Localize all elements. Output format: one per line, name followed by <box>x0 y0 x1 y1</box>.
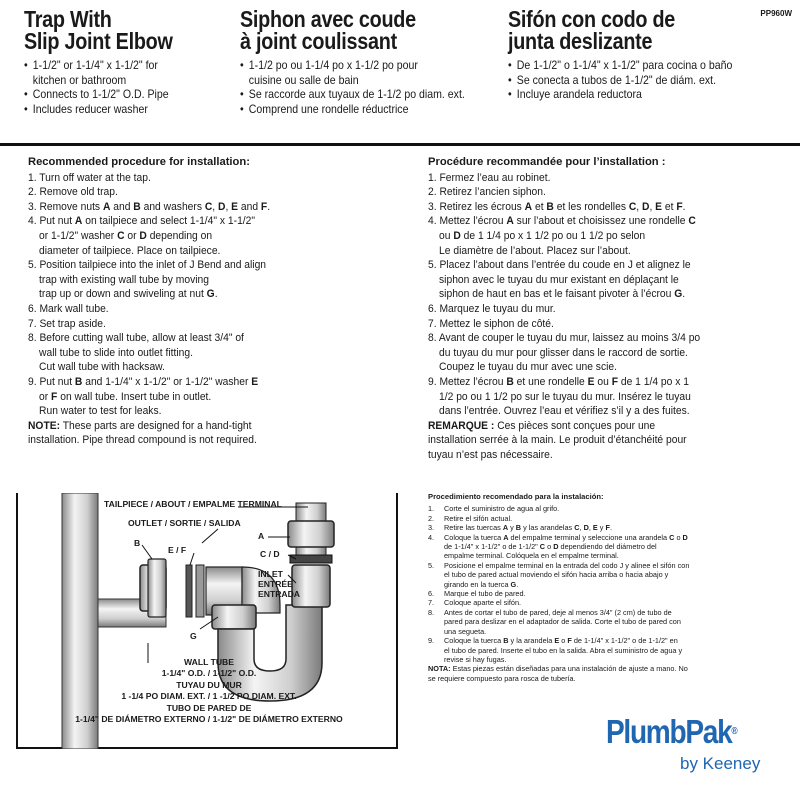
procedure-title: Recommended procedure for installation: <box>28 156 250 168</box>
title-english: Trap With Slip Joint Elbow <box>24 6 173 54</box>
procedure-step: 2. Retirez l’ancien siphon. <box>428 186 546 199</box>
wall-pipe <box>61 493 99 749</box>
nut-a <box>287 520 335 548</box>
procedure-note: NOTE: These parts are designed for a han… <box>28 419 257 447</box>
bullet-item: De 1-1/2" o 1-1/4" x 1-1/2" para cocina … <box>508 58 732 73</box>
bullet-list: 1-1/2 po ou 1-1/4 po x 1-1/2 po pourcuis… <box>240 58 495 116</box>
procedure-step: 6. Marquez le tuyau du mur. <box>428 302 556 315</box>
procedure-step: 7. Set trap aside. <box>28 317 106 330</box>
divider <box>0 143 800 146</box>
procedure-step: 9.Coloque la tuerca B y la arandela E o … <box>428 636 683 664</box>
procedure-step: 8. Avant de couper le tuyau du mur, lais… <box>428 332 701 374</box>
label-ef: E / F <box>168 545 187 555</box>
procedure-step: 2.Retire el sifón actual. <box>428 513 513 523</box>
label-wall-tube: WALL TUBE 1-1/4" O.D. / 1-1/2" O.D. TUYA… <box>75 657 343 725</box>
procedure-step: 6.Marque el tubo de pared. <box>428 589 526 599</box>
procedure-step: 4. Mettez l’écrou A sur l’about et chois… <box>428 215 696 257</box>
nut-g <box>211 604 257 630</box>
procedure-spanish: Procedimiento recomendado para la instal… <box>428 492 689 683</box>
label-tailpiece: TAILPIECE / ABOUT / EMPALME TERMINAL <box>104 499 282 509</box>
procedure-step: 9. Put nut B and 1-1/4" x 1-1/2" or 1-1/… <box>28 375 259 418</box>
trap-illustration <box>61 493 335 749</box>
header-french: Siphon avec coude à joint coulissant 1-1… <box>240 8 495 116</box>
bullet-item: Se conecta a tubos de 1-1/2" de diám. ex… <box>508 73 732 88</box>
procedure-step: 1. Turn off water at the tap. <box>28 171 151 184</box>
procedure-step: 7. Mettez le siphon de côté. <box>428 317 554 330</box>
procedure-step: 6. Mark wall tube. <box>28 302 109 315</box>
procedure-note: REMARQUE : Ces pièces sont conçues pour … <box>428 419 687 461</box>
washer-f <box>195 564 205 618</box>
label-b: B <box>134 538 141 548</box>
procedure-step: 8.Antes de cortar el tubo de pared, deje… <box>428 607 681 636</box>
procedure-step: 4. Put nut A on tailpiece and select 1-1… <box>28 215 256 257</box>
product-code: PP960W <box>760 9 792 18</box>
title-spanish: Sifón con codo de junta deslizante <box>508 6 676 54</box>
procedure-step: 3.Retire las tuercas A y B y las arandel… <box>428 523 612 533</box>
bullet-list: De 1-1/2" o 1-1/4" x 1-1/2" para cocina … <box>508 58 763 102</box>
bullet-item: Se raccorde aux tuyaux de 1-1/2 po diam.… <box>240 87 465 102</box>
logo-brand: PlumbPak® <box>606 713 738 750</box>
procedure-step: 1.Corte el suministro de agua al grifo. <box>428 504 560 514</box>
procedure-step: 5. Placez l’about dans l’entrée du coude… <box>428 259 691 301</box>
label-g: G <box>190 631 197 641</box>
plumbpak-logo: PlumbPak® by Keeney <box>606 713 760 774</box>
procedure-step: 9. Mettez l’écrou B et une rondelle E ou… <box>428 375 691 418</box>
bullet-item: Includes reducer washer <box>24 102 176 117</box>
header-english: Trap With Slip Joint Elbow 1-1/2" or 1-1… <box>24 8 197 116</box>
procedure-step: 8. Before cutting wall tube, allow at le… <box>28 332 244 374</box>
procedure-step: 7.Coloque aparte el sifón. <box>428 598 522 608</box>
label-a: A <box>258 531 265 541</box>
label-outlet: OUTLET / SORTIE / SALIDA <box>128 518 241 528</box>
washer-e <box>185 564 193 618</box>
procedure-step: 3. Remove nuts A and B and washers C, D,… <box>28 200 271 213</box>
bullet-item: Connects to 1-1/2" O.D. Pipe <box>24 87 176 102</box>
trap-diagram: TAILPIECE / ABOUT / EMPALME TERMINAL OUT… <box>16 493 398 749</box>
inlet-nut <box>291 564 331 608</box>
procedure-step: 3. Retirez les écrous A et B et les rond… <box>428 200 686 213</box>
procedure-step: 2. Remove old trap. <box>28 186 118 199</box>
procedure-note: NOTA: Estas piezas están diseñadas para … <box>428 664 688 683</box>
procedure-title: Procedimiento recomendado para la instal… <box>428 492 604 501</box>
logo-sub: by Keeney <box>680 754 761 773</box>
label-cd: C / D <box>260 549 280 559</box>
label-inlet: INLET ENTRÉE ENTRADA <box>258 569 301 599</box>
procedure-step: 4.Coloque la tuerca A del empalme termin… <box>428 532 688 561</box>
bullet-item: Incluye arandela reductora <box>508 87 732 102</box>
header-spanish: Sifón con codo de junta deslizante De 1-… <box>508 8 763 102</box>
bullet-item: 1-1/2 po ou 1-1/4 po x 1-1/2 po pourcuis… <box>240 58 465 87</box>
procedure-step: 5.Posicione el empalme terminal en la en… <box>428 560 690 589</box>
procedure-step: 1. Fermez l’eau au robinet. <box>428 171 551 184</box>
washer-cd <box>289 554 333 564</box>
procedure-title: Procédure recommandée pour l’installatio… <box>428 156 666 168</box>
procedure-french: Procédure recommandée pour l’installatio… <box>428 155 724 462</box>
bullet-item: Comprend une rondelle réductrice <box>240 102 465 117</box>
procedure-english: Recommended procedure for installation: … <box>28 155 291 448</box>
title-french: Siphon avec coude à joint coulissant <box>240 6 416 54</box>
procedure-step: 5. Position tailpiece into the inlet of … <box>28 259 267 301</box>
j-bend <box>217 604 323 702</box>
